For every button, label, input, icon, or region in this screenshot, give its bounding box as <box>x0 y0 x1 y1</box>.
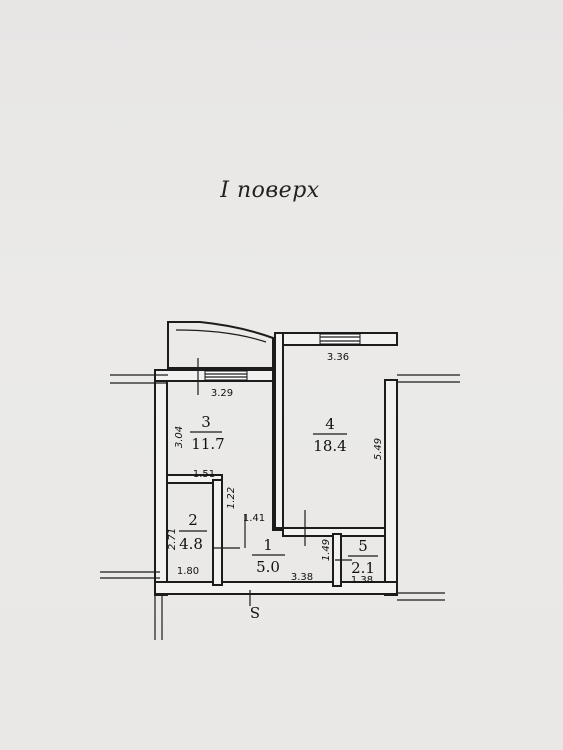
svg-text:5: 5 <box>358 537 368 555</box>
svg-text:11.7: 11.7 <box>191 435 224 453</box>
outer-wall-left <box>154 369 168 596</box>
dim-room4-height: 5.49 <box>373 438 384 460</box>
dim-room4-width: 3.36 <box>327 352 349 363</box>
room-2-label: 2 4.8 <box>179 511 207 553</box>
svg-text:4.8: 4.8 <box>179 535 203 553</box>
wall-room2-right <box>212 479 223 586</box>
dim-room2-height: 2.71 <box>167 528 178 550</box>
room-3-label: 3 11.7 <box>190 413 225 453</box>
window-room4 <box>319 333 361 345</box>
svg-text:3: 3 <box>201 413 211 431</box>
page-title: I поверх <box>220 178 320 203</box>
dim-hall-gap: 1.41 <box>243 513 265 524</box>
room-5-label: 5 2.1 <box>348 537 378 577</box>
svg-text:1: 1 <box>263 536 273 554</box>
svg-text:2.1: 2.1 <box>351 559 375 577</box>
dim-room3-height: 3.04 <box>174 426 185 448</box>
dim-hall-depth: 1.22 <box>226 487 237 509</box>
section-mark: S <box>250 603 260 621</box>
svg-text:4: 4 <box>325 415 335 433</box>
svg-text:2: 2 <box>188 511 198 529</box>
dim-room5-height: 1.49 <box>321 539 332 561</box>
svg-text:18.4: 18.4 <box>313 437 346 455</box>
dim-room1-width: 3.38 <box>291 572 313 583</box>
wall-room4-left <box>274 332 284 529</box>
room-1-label: 1 5.0 <box>252 536 285 576</box>
balcony-outline <box>167 321 274 369</box>
outer-wall-right <box>384 379 398 596</box>
window-room3 <box>204 370 248 381</box>
room-4-label: 4 18.4 <box>313 415 347 455</box>
dim-hall-top: 1.51 <box>193 469 215 480</box>
balcony-rail <box>175 329 267 343</box>
dim-room2-width: 1.80 <box>177 566 199 577</box>
dim-room3-width: 3.29 <box>211 388 233 399</box>
svg-text:5.0: 5.0 <box>256 558 280 576</box>
dim-room5-width: 1.38 <box>351 575 373 586</box>
